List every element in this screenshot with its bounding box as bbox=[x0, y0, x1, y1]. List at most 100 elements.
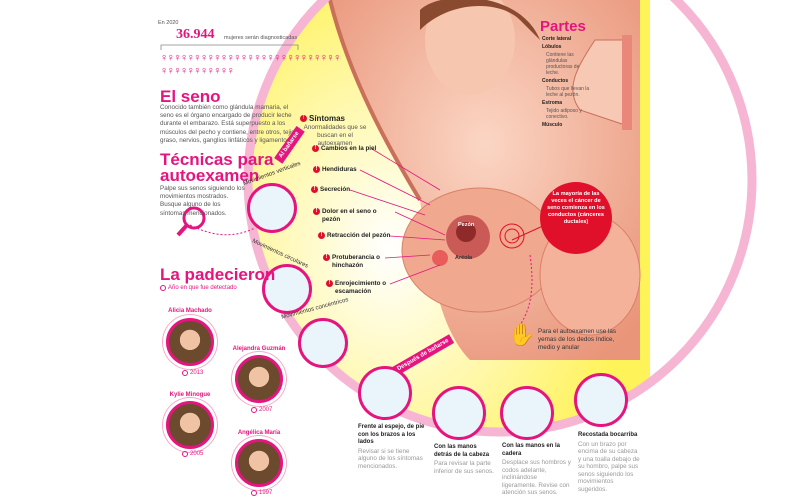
woman-figure-icon: ♀ bbox=[173, 65, 181, 77]
symptom-item: !Hendiduras bbox=[313, 166, 388, 174]
woman-figure-icon: ♀ bbox=[273, 52, 281, 64]
position-desc: Para revisar la parte inferior de sus se… bbox=[434, 460, 494, 475]
celebrity-photo bbox=[166, 318, 214, 366]
celebrity-photo bbox=[166, 401, 214, 449]
woman-figure-icon: ♀ bbox=[173, 52, 181, 64]
alert-icon: ! bbox=[313, 208, 320, 215]
alert-icon: ! bbox=[300, 115, 307, 122]
symptom-label: Secreción bbox=[320, 186, 351, 193]
position-desc: Revisar si se tiene alguno de los síntom… bbox=[358, 447, 423, 470]
padecieron-legend: Año en que fue detectado bbox=[160, 285, 237, 291]
woman-figure-icon: ♀ bbox=[179, 65, 188, 77]
position-desc: Con un brazo por encima de su cabeza y u… bbox=[578, 440, 640, 493]
woman-figure-icon: ♀ bbox=[326, 52, 334, 64]
celebrity-year: 2005 bbox=[182, 451, 203, 457]
woman-figure-icon: ♀ bbox=[193, 65, 201, 77]
pezon-label: Pezón bbox=[458, 222, 475, 228]
woman-figure-icon: ♀ bbox=[179, 52, 188, 64]
part-name: Músculo bbox=[542, 122, 563, 128]
part-name: Estroma bbox=[542, 100, 563, 106]
tecnicas-text: Palpe sus senos siguiendo los movimiento… bbox=[160, 185, 245, 217]
alert-icon: ! bbox=[313, 166, 320, 173]
alert-icon: ! bbox=[311, 186, 318, 193]
seno-title: El seno bbox=[160, 87, 221, 106]
areola-label: Aréola bbox=[455, 255, 473, 261]
hand-note: Para el autoexamen use las yemas de los … bbox=[538, 328, 617, 352]
woman-figure-icon: ♀ bbox=[219, 52, 228, 64]
position-title: Frente al espejo, de pie con los brazos … bbox=[358, 424, 425, 445]
partes-list: Corte lateral Lóbulos Contiene las glánd… bbox=[542, 36, 594, 128]
celebrity-name: Kylie Minogue bbox=[169, 392, 211, 398]
position-circle bbox=[500, 386, 554, 440]
woman-figure-icon: ♀ bbox=[206, 52, 215, 64]
position-caption: Frente al espejo, de pie con los brazos … bbox=[358, 424, 430, 470]
symptom-label: Dolor en el seno o pezón bbox=[322, 208, 377, 223]
celebrity-photo bbox=[235, 355, 283, 403]
symptom-label: Retracción del pezón bbox=[327, 232, 391, 239]
celebrity-year: 2007 bbox=[251, 407, 272, 413]
alert-icon: ! bbox=[318, 232, 325, 239]
woman-figure-icon: ♀ bbox=[213, 65, 221, 77]
celebrity-year: 2013 bbox=[182, 370, 203, 376]
woman-figure-icon: ♀ bbox=[306, 52, 314, 64]
woman-figure-icon: ♀ bbox=[213, 52, 221, 64]
celebrity-photo bbox=[235, 439, 283, 487]
woman-figure-icon: ♀ bbox=[160, 65, 168, 77]
woman-figure-icon: ♀ bbox=[233, 52, 241, 64]
woman-figure-icon: ♀ bbox=[299, 52, 308, 64]
celebrity-name: Alicia Machado bbox=[168, 308, 212, 314]
symptom-item: !Retracción del pezón bbox=[318, 232, 393, 240]
alert-icon: ! bbox=[326, 280, 333, 287]
stats-year: En 2020 bbox=[158, 20, 179, 26]
woman-figure-icon: ♀ bbox=[160, 52, 168, 64]
tecnicas-title-2: autoexamen bbox=[160, 166, 260, 185]
position-desc: Desplace sus hombros y codos adelante, i… bbox=[502, 459, 571, 496]
alert-icon: ! bbox=[323, 254, 330, 261]
woman-figure-icon: ♀ bbox=[226, 65, 235, 77]
woman-figure-icon: ♀ bbox=[293, 52, 301, 64]
woman-figure-icon: ♀ bbox=[313, 52, 321, 64]
woman-figure-icon: ♀ bbox=[246, 52, 255, 64]
movement-circular-circle bbox=[262, 264, 312, 314]
stats-caption: mujeres serán diagnosticadas bbox=[224, 35, 298, 41]
celebrity-year: 1997 bbox=[251, 490, 272, 496]
sintomas-subtitle: Anormalidades que se buscan en el autoex… bbox=[303, 124, 367, 148]
woman-figure-icon: ♀ bbox=[199, 52, 208, 64]
sintomas-title: !Síntomas bbox=[300, 114, 345, 123]
partes-subtitle: Corte lateral bbox=[542, 36, 572, 42]
woman-figure-icons: ♀♀♀♀♀♀♀♀♀♀♀♀♀♀♀♀♀♀♀♀♀♀♀♀♀♀♀♀♀♀♀♀♀♀♀♀♀♀ bbox=[160, 52, 341, 78]
woman-figure-icon: ♀ bbox=[219, 65, 228, 77]
magnifier-icon bbox=[182, 206, 206, 230]
woman-figure-icon: ♀ bbox=[253, 52, 261, 64]
celebrity-name: Alejandra Guzmán bbox=[232, 346, 286, 352]
movement-vertical-circle bbox=[247, 183, 297, 233]
symptom-item: !Protuberancia o hinchazón bbox=[323, 254, 398, 270]
part-desc: Tubos que llevan la leche al pezón. bbox=[546, 86, 590, 98]
woman-figure-icon: ♀ bbox=[279, 52, 288, 64]
position-caption: Con las manos detrás de la cabeza Para r… bbox=[434, 444, 496, 475]
movement-concentric-circle bbox=[298, 318, 348, 368]
woman-figure-icon: ♀ bbox=[286, 52, 294, 64]
symptom-label: Enrojecimiento o escamación bbox=[335, 280, 387, 295]
position-title: Recostada bocarriba bbox=[578, 432, 638, 438]
ductal-cancer-callout: La mayoría de las veces el cáncer de sen… bbox=[540, 182, 612, 254]
part-desc: Tejido adiposo y conectivo. bbox=[546, 108, 582, 120]
symptom-item: !Dolor en el seno o pezón bbox=[313, 208, 388, 224]
woman-figure-icon: ♀ bbox=[166, 52, 175, 64]
part-name: Lóbulos bbox=[542, 44, 562, 50]
woman-figure-icon: ♀ bbox=[206, 65, 215, 77]
woman-figure-icon: ♀ bbox=[333, 52, 341, 64]
celebrity-name: Angélica María bbox=[237, 430, 281, 436]
woman-figure-icon: ♀ bbox=[193, 52, 201, 64]
woman-figure-icon: ♀ bbox=[259, 52, 268, 64]
symptom-label: Protuberancia o hinchazón bbox=[332, 254, 380, 269]
woman-figure-icon: ♀ bbox=[186, 65, 195, 77]
woman-figure-icon: ♀ bbox=[186, 52, 195, 64]
position-title: Con las manos en la cadera bbox=[502, 443, 561, 457]
position-circle bbox=[432, 386, 486, 440]
woman-figure-icon: ♀ bbox=[239, 52, 248, 64]
woman-figure-icon: ♀ bbox=[226, 52, 235, 64]
symptom-label: Hendiduras bbox=[322, 166, 357, 173]
hand-icon: ✋ bbox=[508, 322, 536, 347]
position-title: Con las manos detrás de la cabeza bbox=[434, 444, 490, 458]
